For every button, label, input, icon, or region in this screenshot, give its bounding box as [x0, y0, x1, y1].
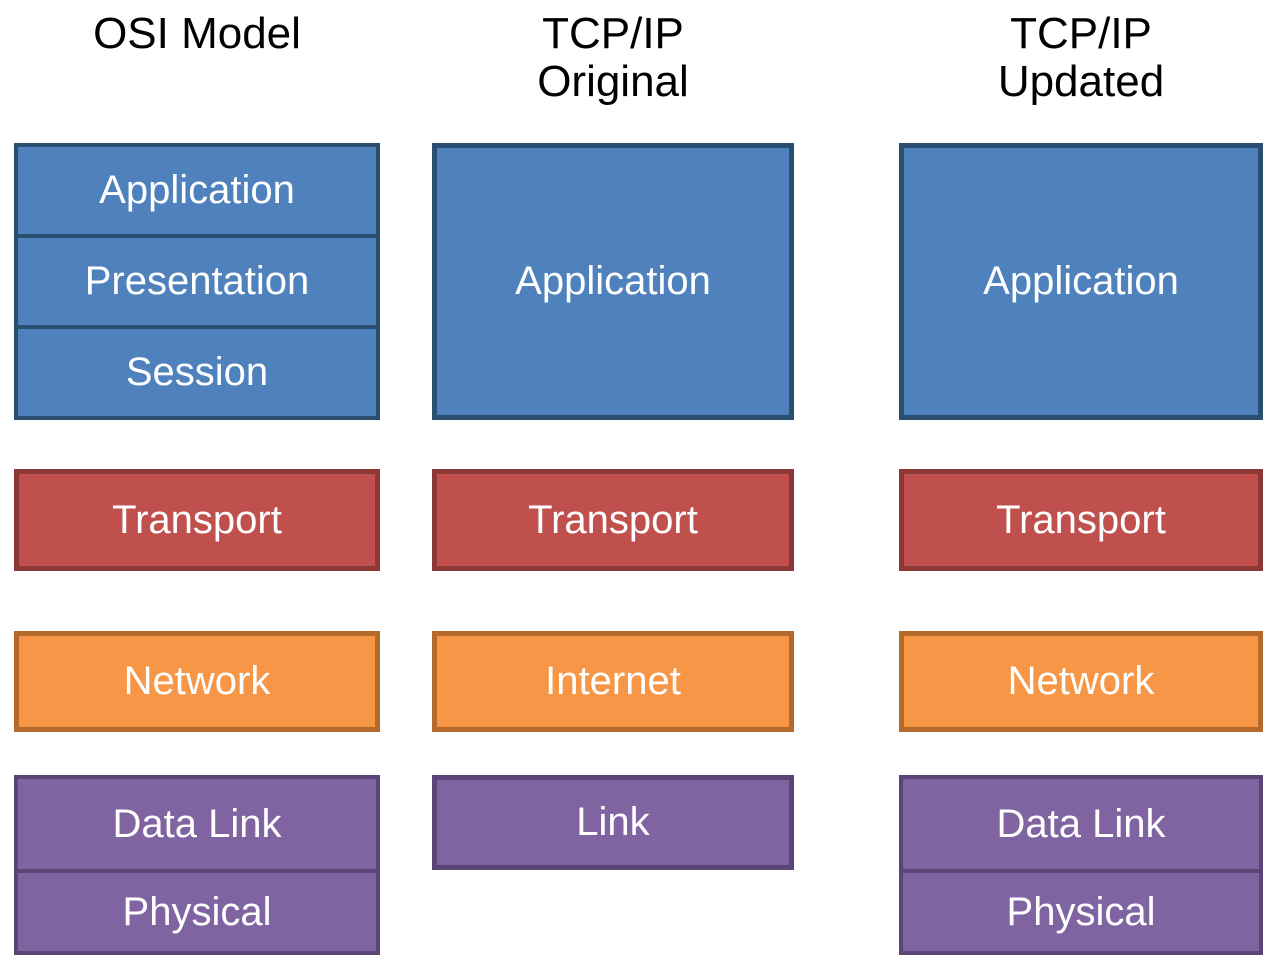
tcpip-original-transport-layer: Transport [432, 469, 794, 571]
osi-datalink-layer: Data Link [14, 775, 380, 873]
column-title-tcpip-original: TCP/IP Original [432, 9, 794, 107]
title-line-1: TCP/IP [542, 9, 684, 58]
tcpip-updated-application-layer: Application [899, 143, 1263, 420]
tcpip-updated-datalink-layer: Data Link [899, 775, 1263, 873]
osi-network-layer: Network [14, 631, 380, 732]
tcpip-original-link-layer: Link [432, 775, 794, 870]
title-line-1: TCP/IP [1010, 9, 1152, 58]
column-title-osi: OSI Model [93, 9, 301, 58]
tcpip-original-application-layer: Application [432, 143, 794, 420]
title-line-2: Updated [997, 57, 1165, 107]
tcpip-updated-network-layer: Network [899, 631, 1263, 732]
osi-session-layer: Session [14, 325, 380, 420]
osi-lower-layers-group: Data Link Physical [14, 775, 380, 955]
osi-transport-layer: Transport [14, 469, 380, 571]
osi-physical-layer: Physical [14, 869, 380, 955]
tcpip-updated-transport-layer: Transport [899, 469, 1263, 571]
osi-presentation-layer: Presentation [14, 234, 380, 329]
osi-application-layer: Application [14, 143, 380, 238]
osi-upper-layers-group: Application Presentation Session [14, 143, 380, 420]
tcpip-updated-lower-layers-group: Data Link Physical [899, 775, 1263, 955]
tcpip-original-internet-layer: Internet [432, 631, 794, 732]
tcpip-updated-physical-layer: Physical [899, 869, 1263, 955]
title-line-2: Original [537, 57, 689, 107]
column-title-tcpip-updated: TCP/IP Updated [899, 9, 1263, 107]
